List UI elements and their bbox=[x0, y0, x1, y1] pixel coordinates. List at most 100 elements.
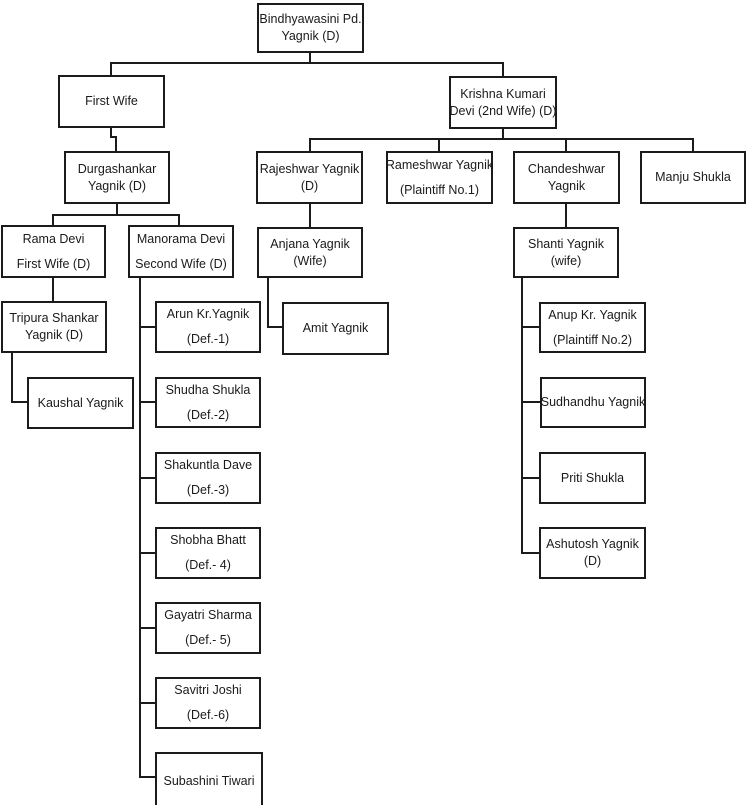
connector-line bbox=[692, 138, 694, 151]
connector-line bbox=[178, 214, 180, 225]
node-label: Gayatri Sharma bbox=[164, 608, 252, 622]
node-label: (D) bbox=[583, 554, 602, 568]
node-label: Shanti Yagnik bbox=[528, 236, 604, 251]
node-label: Priti Shukla bbox=[560, 470, 625, 485]
node-label: Rajeshwar Yagnik bbox=[259, 161, 360, 176]
node-label: Sudhandhu Yagnik bbox=[540, 395, 646, 409]
connector-line bbox=[139, 627, 155, 629]
node-label: Savitri Joshi bbox=[174, 683, 242, 697]
node-label: Bindhyawasini Pd. bbox=[259, 12, 362, 26]
node-label: Rameshwar Yagnik bbox=[385, 157, 494, 172]
connector-line bbox=[139, 401, 155, 403]
connector-line bbox=[309, 138, 311, 151]
node-rama-devi: Rama Devi First Wife (D) bbox=[1, 225, 106, 278]
connector-line bbox=[438, 138, 440, 151]
connector-line bbox=[521, 401, 540, 403]
node-label: Durgashankar bbox=[77, 161, 157, 176]
node-shudha-shukla: Shudha Shukla (Def.-2) bbox=[155, 377, 261, 428]
connector-line bbox=[139, 477, 155, 479]
node-subashini-tiwari: Subashini Tiwari bbox=[155, 752, 263, 805]
node-shakuntla-dave: Shakuntla Dave (Def.-3) bbox=[155, 452, 261, 504]
node-label: Manorama Devi bbox=[136, 231, 226, 246]
connector-line bbox=[521, 326, 540, 328]
node-label: Yagnik bbox=[547, 178, 586, 193]
connector-line bbox=[309, 203, 311, 227]
node-label: (Wife) bbox=[293, 253, 327, 268]
node-tripura-shankar-yagnik: Tripura Shankar Yagnik (D) bbox=[1, 301, 107, 353]
connector-line bbox=[139, 326, 155, 328]
connector-line bbox=[139, 776, 155, 778]
connector-line bbox=[521, 552, 540, 554]
node-label: Kaushal Yagnik bbox=[37, 395, 124, 410]
connector-line bbox=[267, 277, 269, 328]
connector-line bbox=[110, 62, 112, 75]
node-label: Krishna Kumari bbox=[460, 86, 546, 101]
node-label: First Wife bbox=[85, 94, 138, 108]
node-label: Shudha Shukla bbox=[165, 382, 251, 397]
node-rajeshwar-yagnik: Rajeshwar Yagnik (D) bbox=[256, 151, 363, 204]
node-label: Anup Kr. Yagnik bbox=[548, 307, 637, 322]
node-amit-yagnik: Amit Yagnik bbox=[282, 302, 389, 355]
node-anup-kr-yagnik: Anup Kr. Yagnik (Plaintiff No.2) bbox=[539, 302, 646, 353]
node-label: (Def.-1) bbox=[186, 332, 230, 346]
connector-line bbox=[139, 277, 141, 778]
connector-line bbox=[110, 136, 117, 138]
node-label: Devi (2nd Wife) (D) bbox=[449, 103, 557, 118]
node-durgashankar-yagnik: Durgashankar Yagnik (D) bbox=[64, 151, 170, 204]
node-first-wife: First Wife bbox=[58, 75, 165, 128]
node-label: Manju Shukla bbox=[655, 170, 731, 184]
node-manju-shukla: Manju Shukla bbox=[640, 151, 746, 204]
node-label: Anjana Yagnik bbox=[270, 236, 350, 251]
node-label: First Wife (D) bbox=[16, 256, 91, 271]
node-label: (Def.- 4) bbox=[185, 558, 231, 572]
node-rameshwar-yagnik: Rameshwar Yagnik (Plaintiff No.1) bbox=[386, 151, 493, 204]
connector-line bbox=[502, 62, 504, 76]
connector-line bbox=[110, 127, 112, 138]
node-gayatri-sharma: Gayatri Sharma (Def.- 5) bbox=[155, 602, 261, 654]
node-ashutosh-yagnik: Ashutosh Yagnik (D) bbox=[539, 527, 646, 579]
node-label: (Def.- 5) bbox=[185, 633, 231, 647]
node-label: Chandeshwar bbox=[527, 161, 606, 176]
node-label: Shobha Bhatt bbox=[170, 533, 246, 547]
node-label: (wife) bbox=[550, 253, 582, 268]
connector-line bbox=[309, 53, 311, 64]
connector-line bbox=[52, 214, 180, 216]
node-kaushal-yagnik: Kaushal Yagnik bbox=[27, 377, 134, 429]
connector-line bbox=[110, 62, 504, 64]
connector-line bbox=[52, 277, 54, 301]
node-arun-kr-yagnik: Arun Kr.Yagnik (Def.-1) bbox=[155, 301, 261, 353]
node-label: (D) bbox=[300, 178, 319, 193]
node-sudhandhu-yagnik: Sudhandhu Yagnik bbox=[540, 377, 646, 428]
connector-line bbox=[565, 138, 567, 151]
connector-line bbox=[116, 203, 118, 216]
node-shobha-bhatt: Shobha Bhatt (Def.- 4) bbox=[155, 527, 261, 579]
node-label: Subashini Tiwari bbox=[163, 773, 255, 788]
connector-line bbox=[11, 401, 27, 403]
connector-line bbox=[267, 326, 282, 328]
connector-line bbox=[565, 203, 567, 227]
connector-line bbox=[521, 277, 523, 554]
node-label: (Def.-6) bbox=[186, 708, 230, 722]
node-priti-shukla: Priti Shukla bbox=[539, 452, 646, 504]
node-shanti-yagnik: Shanti Yagnik (wife) bbox=[513, 227, 619, 278]
node-krishna-kumari-devi: Krishna Kumari Devi (2nd Wife) (D) bbox=[449, 76, 557, 129]
connector-line bbox=[521, 477, 540, 479]
node-label: (Plaintiff No.1) bbox=[400, 182, 479, 197]
node-bindhyawasini-pd-yagnik: Bindhyawasini Pd. Yagnik (D) bbox=[257, 3, 364, 53]
node-chandeshwar-yagnik: Chandeshwar Yagnik bbox=[513, 151, 620, 204]
connector-line bbox=[139, 552, 155, 554]
node-label: Shakuntla Dave bbox=[163, 458, 253, 472]
node-label: Ashutosh Yagnik bbox=[546, 537, 639, 551]
connector-line bbox=[115, 136, 117, 151]
node-label: (Def.-2) bbox=[186, 407, 230, 422]
node-label: Yagnik (D) bbox=[87, 178, 147, 193]
node-label: Tripura Shankar bbox=[9, 311, 99, 325]
connector-line bbox=[139, 702, 155, 704]
connector-line bbox=[52, 214, 54, 225]
node-anjana-yagnik: Anjana Yagnik (Wife) bbox=[257, 227, 363, 278]
node-label: Amit Yagnik bbox=[302, 321, 369, 335]
node-label: Yagnik (D) bbox=[281, 29, 340, 43]
node-manorama-devi: Manorama Devi Second Wife (D) bbox=[128, 225, 234, 278]
node-label: Yagnik (D) bbox=[24, 328, 84, 342]
